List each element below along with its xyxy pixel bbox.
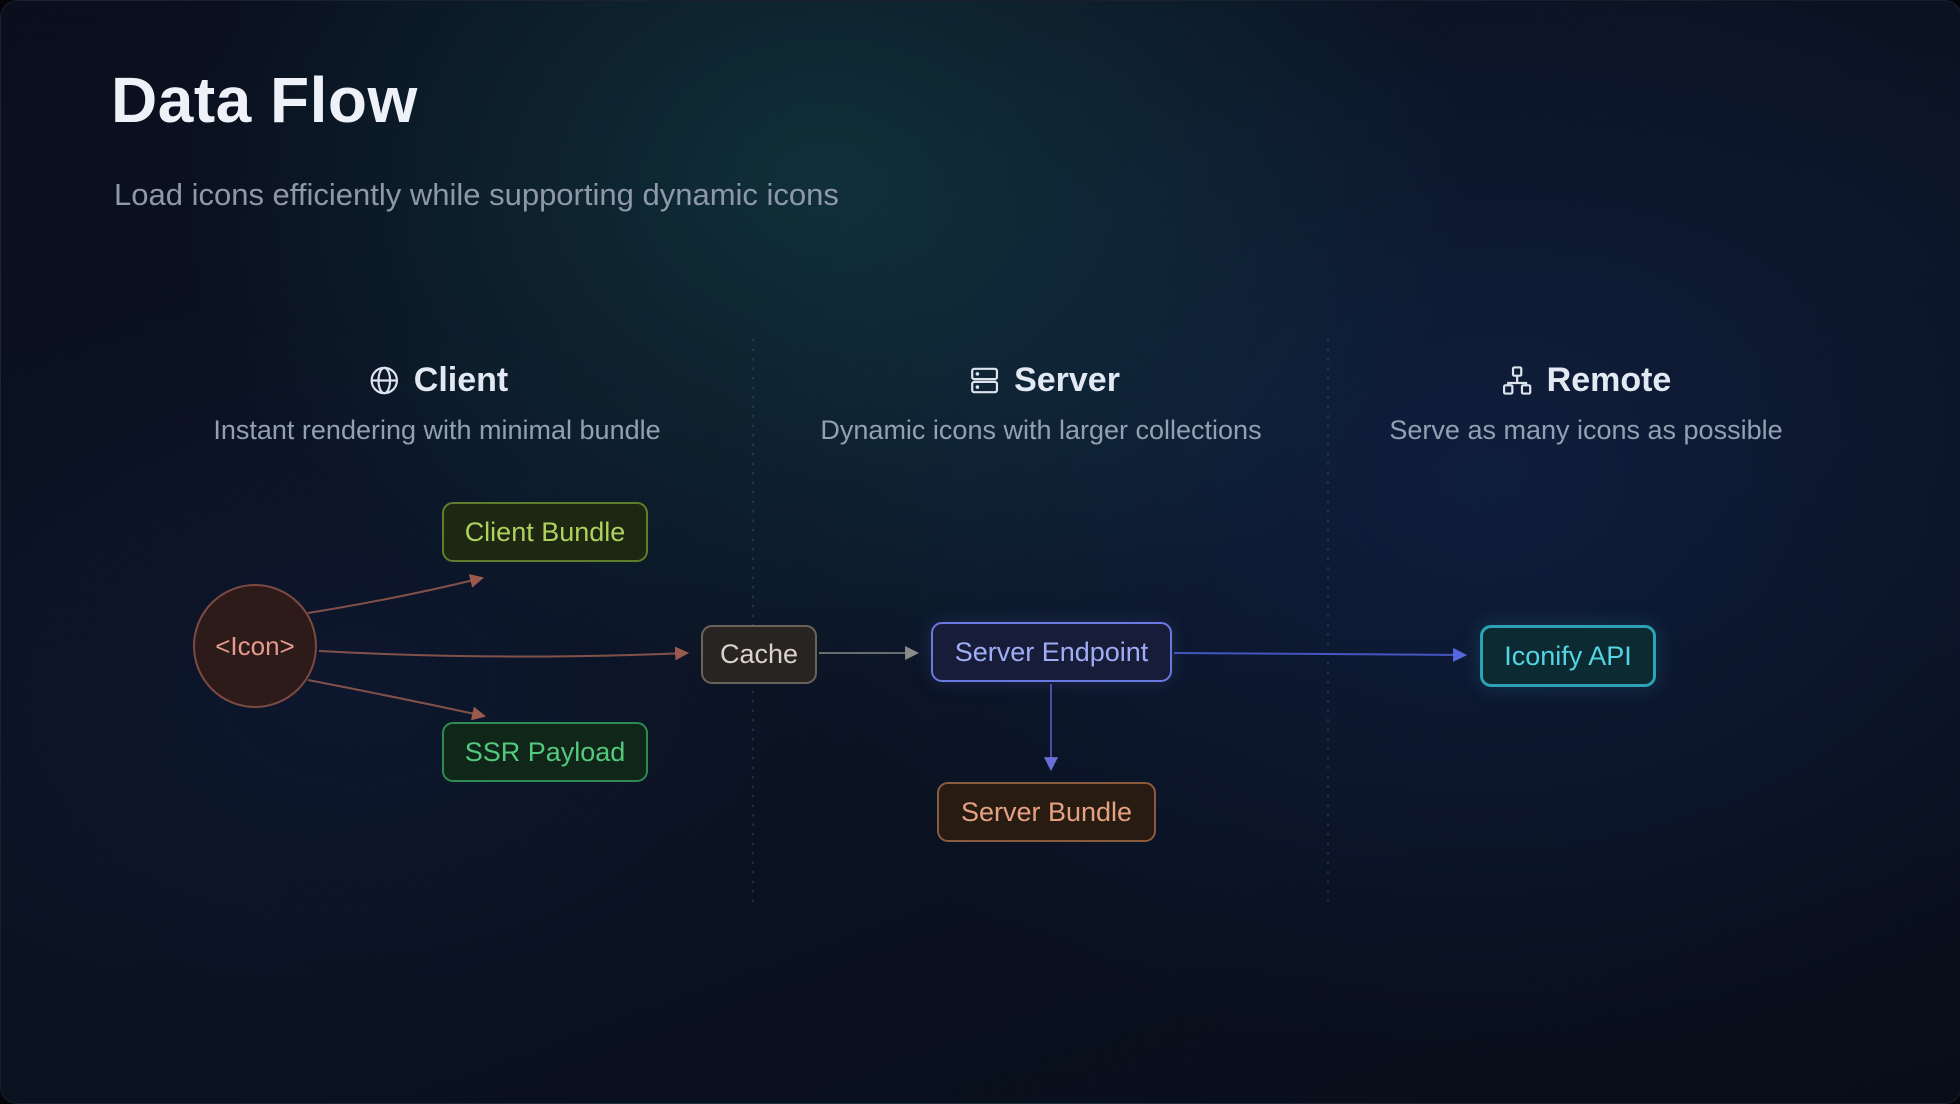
node-cache: Cache [701,625,817,684]
node-iconify-api-label: Iconify API [1504,640,1632,671]
edge-icon-to-cache [318,646,690,661]
column-header-remote: Remote [1501,361,1672,400]
node-icon: <Icon> [193,584,317,708]
column-title-server: Server [1014,361,1120,399]
edge-server-endpoint-to-iconify-api [1173,647,1468,662]
node-client-bundle: Client Bundle [442,502,648,562]
node-server-endpoint: Server Endpoint [931,622,1172,682]
column-header-client: Client [368,361,508,400]
node-ssr-payload-label: SSR Payload [464,736,626,767]
column-desc-server: Dynamic icons with larger collections [820,415,1262,445]
edge-icon-to-ssr-payload [307,679,487,721]
column-desc-remote: Serve as many icons as possible [1389,415,1783,445]
node-server-bundle: Server Bundle [937,782,1156,842]
node-ssr-payload: SSR Payload [442,722,648,782]
node-icon-label: <Icon> [215,630,295,661]
page-title: Data Flow [111,64,418,136]
column-title-remote: Remote [1546,361,1672,399]
node-server-bundle-label: Server Bundle [960,796,1133,827]
globe-icon [370,366,399,395]
node-cache-label: Cache [719,639,799,669]
network-icon [1502,366,1532,395]
node-client-bundle-label: Client Bundle [464,516,626,547]
edge-icon-to-client-bundle [307,574,485,614]
node-server-endpoint-label: Server Endpoint [954,636,1149,667]
page-subtitle: Load icons efficiently while supporting … [114,177,839,212]
column-title-client: Client [413,361,509,399]
column-header-server: Server [968,361,1120,400]
column-desc-client: Instant rendering with minimal bundle [213,415,661,445]
server-icon [971,367,999,394]
node-iconify-api: Iconify API [1480,625,1656,687]
